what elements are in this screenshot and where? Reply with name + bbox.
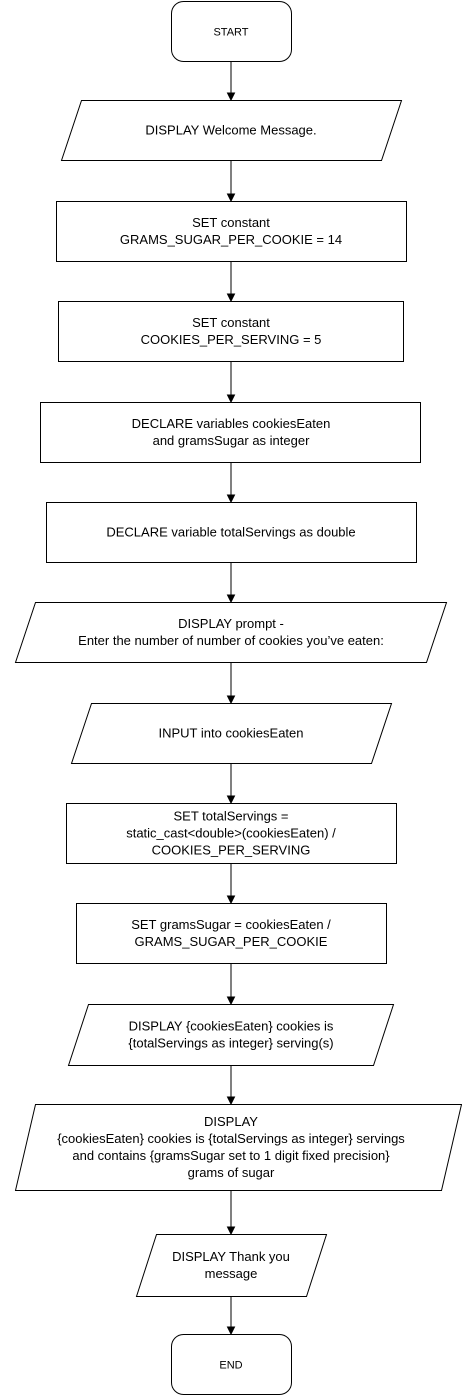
connector-arrow <box>226 462 236 504</box>
connector-arrow <box>226 763 236 805</box>
node-label-line: COOKIES_PER_SERVING <box>152 843 311 858</box>
io-parallelogram <box>67 1004 395 1066</box>
connector-arrow <box>226 61 236 102</box>
node-display-servings: DISPLAY {cookiesEaten} cookies is {totalS… <box>67 1004 395 1066</box>
node-label-line: START <box>213 27 248 39</box>
node-display-full: DISPLAY {cookiesEaten} cookies is {totalS… <box>14 1104 462 1191</box>
process-box <box>76 903 387 964</box>
node-label-line: SET totalServings = <box>173 809 288 824</box>
node-label-line: DISPLAY Welcome Message. <box>145 123 316 138</box>
node-label-line: COOKIES_PER_SERVING = 5 <box>141 332 322 347</box>
node-welcome: DISPLAY Welcome Message. <box>60 100 403 161</box>
process-box <box>56 201 407 262</box>
connector-arrow <box>226 1296 236 1336</box>
node-label-line: and contains {gramsSugar set to 1 digit … <box>72 1148 390 1163</box>
node-set-grams: SET gramsSugar = cookiesEaten / GRAMS_SUG… <box>76 903 387 964</box>
connector-arrow <box>226 1065 236 1106</box>
node-declare-total: DECLARE variable totalServings as double <box>46 502 417 563</box>
node-label-line: GRAMS_SUGAR_PER_COOKIE <box>135 934 328 949</box>
terminator <box>171 1 292 62</box>
node-label-line: DISPLAY <box>204 1114 258 1129</box>
node-end: END <box>171 1334 292 1395</box>
node-label-line: DISPLAY {cookiesEaten} cookies is <box>129 1019 334 1034</box>
connector-arrow <box>226 160 236 203</box>
connector-arrow <box>226 261 236 303</box>
node-label-line: SET constant <box>192 315 270 330</box>
process-box <box>46 502 417 563</box>
process-box <box>40 402 421 463</box>
node-display-thanks: DISPLAY Thank you message <box>135 1234 328 1297</box>
connector-arrow <box>226 361 236 404</box>
node-label-line: grams of sugar <box>188 1165 275 1180</box>
node-label-line: DISPLAY prompt - <box>178 616 284 631</box>
terminator <box>171 1334 292 1395</box>
node-label-line: SET gramsSugar = cookiesEaten / <box>131 917 331 932</box>
node-label-line: INPUT into cookiesEaten <box>159 726 304 741</box>
node-label-line: SET constant <box>192 215 270 230</box>
node-start: START <box>171 1 292 62</box>
node-label-line: END <box>219 1360 242 1372</box>
node-display-prompt: DISPLAY prompt - Enter the number of numb… <box>14 602 448 663</box>
node-label-line: DECLARE variable totalServings as double <box>106 525 355 540</box>
node-label-line: message <box>205 1266 258 1281</box>
connector-arrow <box>226 562 236 604</box>
node-label-line: static_cast<double>(cookiesEaten) / <box>126 826 336 841</box>
node-label-line: {totalServings as integer} serving(s) <box>128 1036 333 1051</box>
connector-arrow <box>226 1190 236 1236</box>
io-parallelogram <box>14 1104 462 1191</box>
io-parallelogram <box>60 100 403 161</box>
node-label-line: Enter the number of number of cookies yo… <box>78 633 384 648</box>
process-box <box>58 301 404 362</box>
io-parallelogram <box>14 602 448 663</box>
connector-arrow <box>226 963 236 1006</box>
node-set-total: SET totalServings = static_cast<double>(c… <box>66 803 397 864</box>
node-label-line: and gramsSugar as integer <box>153 433 310 448</box>
io-parallelogram <box>135 1234 328 1297</box>
process-box <box>66 803 397 864</box>
node-label-line: DISPLAY Thank you <box>172 1249 290 1264</box>
node-label-line: {cookiesEaten} cookies is {totalServings… <box>57 1131 405 1146</box>
io-parallelogram <box>70 703 393 764</box>
node-label-line: DECLARE variables cookiesEaten <box>132 416 331 431</box>
node-declare-vars: DECLARE variables cookiesEaten and gramsS… <box>40 402 421 463</box>
node-label-line: GRAMS_SUGAR_PER_COOKIE = 14 <box>120 232 342 247</box>
connector-arrow <box>226 662 236 705</box>
node-input-cookies: INPUT into cookiesEaten <box>70 703 393 764</box>
connector-arrow <box>226 863 236 905</box>
